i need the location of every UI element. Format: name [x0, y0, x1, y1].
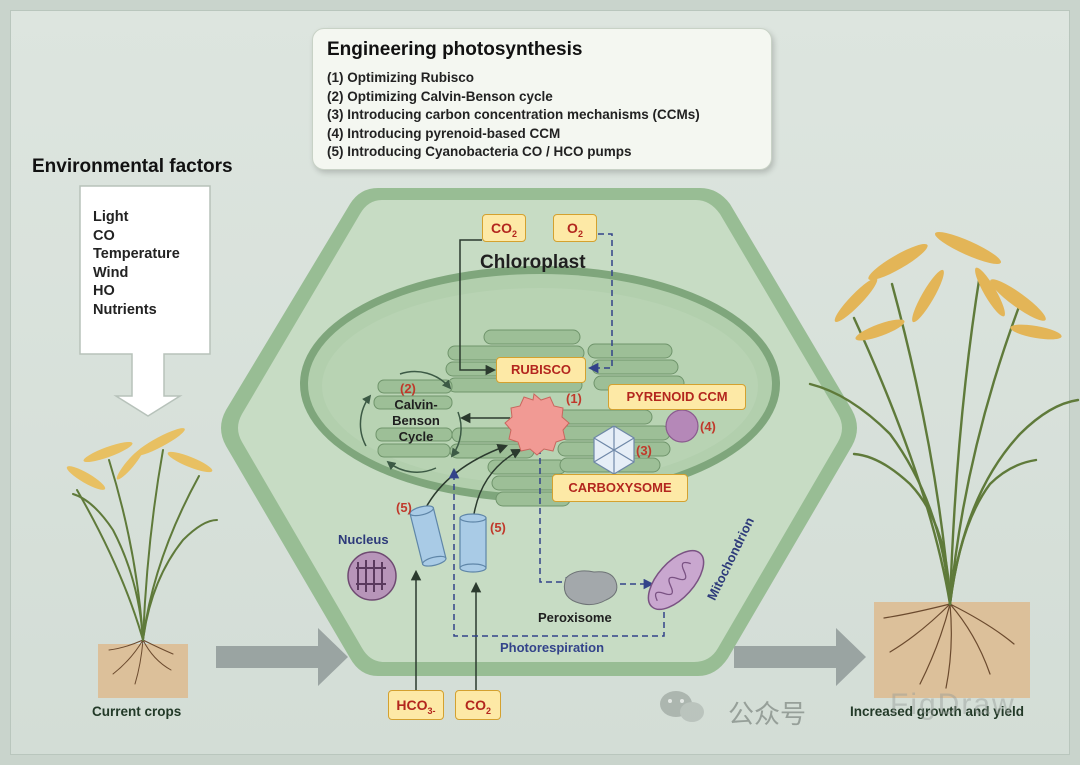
pyrenoid-ccm-tag: PYRENOID CCM: [608, 384, 746, 410]
transporters: [409, 505, 487, 573]
photorespiration-label: Photorespiration: [500, 640, 605, 655]
current-soil: [98, 644, 188, 698]
chloroplast-label: Chloroplast: [480, 252, 586, 273]
current-crops-label: Current crops: [92, 704, 182, 719]
engineering-item: (3) Introducing carbon concentration mec…: [327, 107, 700, 123]
engineering-item: (1) Optimizing Rubisco: [327, 70, 474, 85]
pyrenoid-body: [665, 409, 699, 443]
engineering-item: (2) Optimizing Calvin-Benson cycle: [327, 88, 553, 104]
marker-2: (2): [400, 381, 416, 396]
left-flow-arrow: [216, 628, 348, 686]
environment-item: CO: [93, 227, 115, 244]
marker-3: (3): [636, 443, 652, 458]
engineering-item: (4) Introducing pyrenoid-based CCM: [327, 125, 561, 141]
peroxisome-label: Peroxisome: [538, 610, 612, 625]
environment-callout: [79, 185, 211, 417]
current-crop-plant: [66, 428, 218, 685]
mitochondrion-body: [647, 549, 705, 611]
environment-list: Light CO Temperature Wind HO Nutrients: [93, 208, 180, 319]
environment-title: Environmental factors: [32, 156, 233, 177]
marker-5b: (5): [490, 520, 506, 535]
rubisco-enzyme: [504, 393, 570, 456]
calvin-cycle-label: Calvin- Benson Cycle: [392, 397, 440, 444]
hco3-input-tag: HCO3-: [388, 690, 444, 720]
calvin-cycle-ring: [359, 370, 462, 473]
co2-input-tag: CO2: [482, 214, 526, 242]
rubisco-tag: RUBISCO: [496, 357, 586, 383]
nucleus-label: Nucleus: [338, 532, 389, 547]
dashed-pathways: [448, 233, 665, 637]
solid-pathways: [410, 239, 522, 690]
right-flow-arrow: [734, 628, 866, 686]
increased-growth-label: Increased growth and yield: [850, 704, 1025, 719]
nucleus-body: [347, 551, 397, 601]
marker-4: (4): [700, 419, 716, 434]
environment-item: Light: [93, 209, 129, 225]
o2-input-tag: O2: [553, 214, 597, 242]
environment-item: Wind: [93, 264, 129, 281]
increased-soil: [874, 602, 1030, 698]
engineering-panel: Engineering photosynthesis (1) Optimizin…: [312, 28, 772, 170]
marker-5a: (5): [396, 500, 412, 515]
marker-1: (1): [566, 391, 582, 406]
engineering-title: Engineering photosynthesis: [327, 39, 583, 60]
co2-bottom-tag: CO2: [455, 690, 501, 720]
environment-item: HO: [93, 283, 115, 299]
carboxysome-tag: CARBOXYSOME: [552, 474, 688, 502]
increased-crop-plant: [808, 232, 1080, 689]
environment-item: Temperature: [93, 246, 180, 262]
peroxisome-body: [563, 570, 618, 606]
environment-item: Nutrients: [93, 301, 157, 318]
watermark-text-figdraw: FigDraw: [890, 688, 1016, 721]
engineering-item: (5) Introducing Cyanobacteria CO / HCO p…: [327, 144, 632, 160]
engineering-list: (1) Optimizing Rubisco (2) Optimizing Ca…: [327, 69, 700, 162]
wechat-logo-icon: [660, 691, 704, 722]
watermark-text-cn: 公众号: [728, 699, 807, 729]
